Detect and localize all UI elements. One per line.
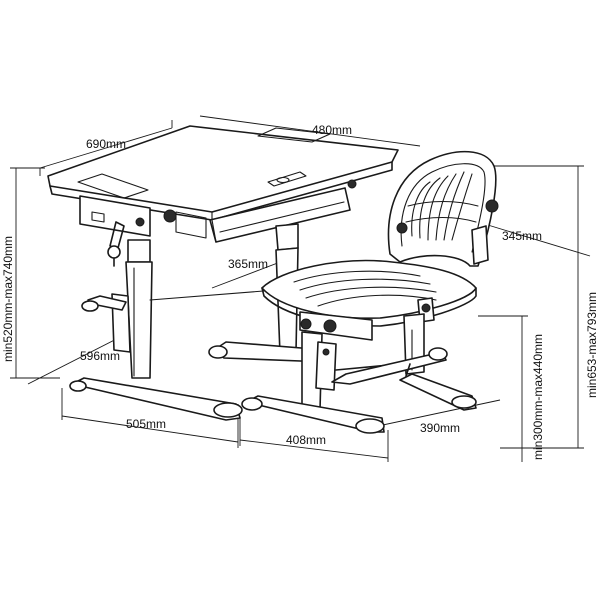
- label-chair-total-height: min653-max793mm: [585, 292, 599, 398]
- label-chair-base-width: 408mm: [286, 433, 326, 447]
- label-desk-height: min520mm-max740mm: [1, 236, 15, 362]
- chair-back-knob-icon: [485, 199, 499, 213]
- label-desk-base-width: 505mm: [126, 417, 166, 431]
- label-chair-seat-height: min300mm-max440mm: [531, 334, 545, 460]
- chair-backrest: [387, 150, 497, 267]
- dimension-labels: 690mm 480mm min520mm-max740mm 596mm 505m…: [1, 123, 599, 460]
- label-chair-base-depth: 390mm: [420, 421, 460, 435]
- desk-right-column: [275, 223, 299, 251]
- desk-drawer: [209, 187, 351, 243]
- chair: [241, 150, 499, 434]
- desk-left-foot: [71, 377, 241, 421]
- dimension-lines: [10, 115, 591, 462]
- desk-left-column: [127, 239, 151, 263]
- label-desk-leg-depth: 596mm: [80, 349, 120, 363]
- label-desk-depth: 480mm: [312, 123, 352, 137]
- chair-seat-knob-icon: [323, 319, 337, 333]
- label-desk-width: 690mm: [86, 137, 126, 151]
- label-chair-back-width: 345mm: [502, 229, 542, 243]
- label-chair-seat-depth: 365mm: [228, 257, 268, 271]
- desk-knob-icon: [163, 209, 177, 223]
- desk: [47, 125, 399, 421]
